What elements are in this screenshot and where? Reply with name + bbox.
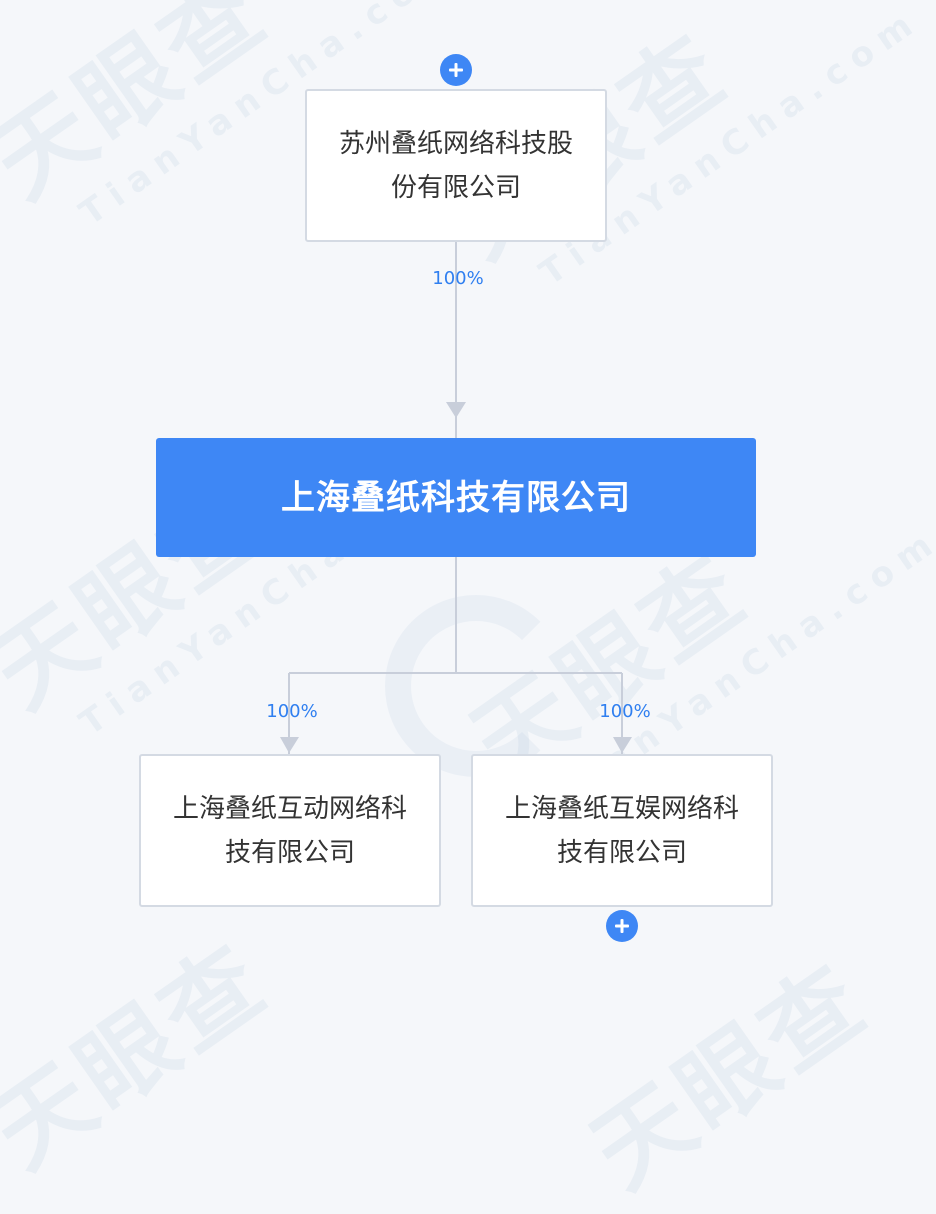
subsidiary-node[interactable]: 上海叠纸互动网络科 技有限公司 <box>139 754 441 907</box>
shareholding-percent: 100% <box>432 268 484 289</box>
investment-percent: 100% <box>266 701 318 722</box>
main-company-name: 上海叠纸科技有限公司 <box>281 477 631 518</box>
arrow-down-icon <box>613 737 632 753</box>
subsidiary-name-line1: 上海叠纸互娱网络科 <box>504 793 739 824</box>
arrow-down-icon <box>280 737 299 753</box>
subsidiary-name-line2: 技有限公司 <box>224 837 355 868</box>
connector-lines <box>280 242 632 754</box>
shareholder-name-line1: 苏州叠纸网络科技股 <box>338 128 573 159</box>
subsidiary-name-line2: 技有限公司 <box>556 837 687 868</box>
arrow-down-icon <box>446 402 466 418</box>
expand-shareholders-button[interactable] <box>440 54 472 86</box>
shareholder-node[interactable]: 苏州叠纸网络科技股 份有限公司 <box>305 89 607 242</box>
equity-diagram-canvas: 天眼查 TianYanCha.com 天眼查 TianYanCha.com 天眼… <box>0 0 936 1004</box>
subsidiary-node[interactable]: 上海叠纸互娱网络科 技有限公司 <box>471 754 773 907</box>
subsidiary-name-line1: 上海叠纸互动网络科 <box>172 793 407 824</box>
expand-investments-button[interactable] <box>606 910 638 942</box>
main-company-node[interactable]: 上海叠纸科技有限公司 <box>156 438 756 557</box>
shareholder-name-line2: 份有限公司 <box>390 172 521 203</box>
investment-percent: 100% <box>599 701 651 722</box>
